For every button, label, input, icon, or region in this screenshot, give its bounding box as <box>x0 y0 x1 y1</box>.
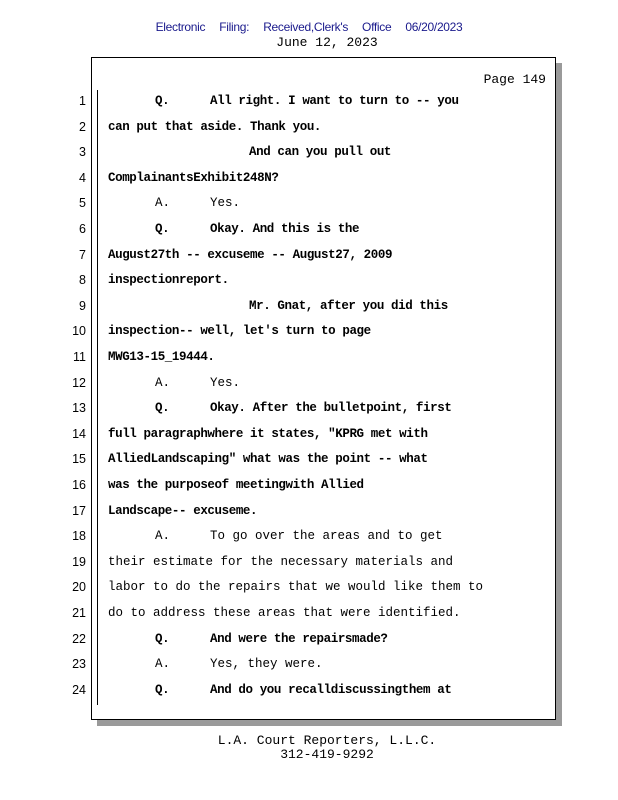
line-number-divider <box>97 90 98 705</box>
line-text: full paragraphwhere it states, "KPRG met… <box>108 426 428 441</box>
line-number: 10 <box>72 324 86 339</box>
line-text: To go over the areas and to get <box>210 529 443 544</box>
line-text: All right. I want to turn to -- you <box>210 94 459 108</box>
line-text: August27th -- excuseme -- August27, 2009 <box>108 247 393 262</box>
reporter-company: L.A. Court Reporters, L.L.C. <box>217 733 437 748</box>
line-number: 15 <box>72 452 86 467</box>
line-number: 6 <box>79 222 86 236</box>
speaker-label: A. <box>155 375 171 390</box>
electronic-filing-stamp: Electronic Filing: Received,Clerk's Office 0… <box>0 20 618 34</box>
line-number: 12 <box>72 375 86 390</box>
line-number: 22 <box>72 631 86 646</box>
transcript-line: 22 Q. And were the repairsmade? <box>0 632 560 652</box>
transcript-line: 4 ComplainantsExhibit248N? <box>0 171 560 191</box>
line-number: 1 <box>79 94 86 108</box>
line-text: And can you pull out <box>249 145 392 160</box>
line-text: was the purposeof meetingwith Allied <box>108 478 364 492</box>
deposition-date: June 12, 2023 <box>276 35 378 50</box>
speaker-label: Q. <box>155 401 170 416</box>
line-text: Okay. And this is the <box>210 222 360 236</box>
transcript-line: 23 A. Yes, they were. <box>0 657 560 677</box>
speaker-label: A. <box>155 529 171 544</box>
transcript-line: 12 A. Yes. <box>0 376 560 396</box>
speaker-label: Q. <box>155 222 170 236</box>
line-number: 21 <box>72 606 86 620</box>
filing-date: 06/20/2023 <box>405 20 463 34</box>
transcript-line: 5 A. Yes. <box>0 196 560 216</box>
line-number: 9 <box>79 298 86 313</box>
line-text: labor to do the repairs that we would li… <box>108 580 484 595</box>
transcript-line: 10 inspection-- well, let's turn to page <box>0 324 560 344</box>
line-text: Yes. <box>210 375 241 390</box>
line-text: inspection-- well, let's turn to page <box>108 324 371 339</box>
transcript-line: 15 AlliedLandscaping" what was the point … <box>0 452 560 472</box>
speaker-label: Q. <box>155 682 170 697</box>
line-number: 13 <box>72 401 86 416</box>
transcript-line: 8 inspectionreport. <box>0 273 560 293</box>
line-number: 17 <box>72 503 86 518</box>
line-number: 16 <box>72 478 86 492</box>
line-text: Landscape-- excuseme. <box>108 503 258 518</box>
line-text: Okay. After the bulletpoint, first <box>210 401 452 416</box>
transcript-line: 9 Mr. Gnat, after you did this <box>0 299 560 319</box>
filing-word: Electronic <box>155 20 206 34</box>
line-text: can put that aside. Thank you. <box>108 119 322 134</box>
speaker-label: Q. <box>155 631 170 646</box>
line-text: And were the repairsmade? <box>210 631 388 646</box>
transcript-line: 1 Q. All right. I want to turn to -- you <box>0 94 560 114</box>
transcript-page <box>91 57 556 720</box>
transcript-line: 19 their estimate for the necessary mater… <box>0 555 560 575</box>
transcript-line: 11 MWG13-15_19444. <box>0 350 560 370</box>
transcript-line: 13 Q. Okay. After the bulletpoint, first <box>0 401 560 421</box>
speaker-label: A. <box>155 657 171 672</box>
line-number: 4 <box>79 170 86 185</box>
transcript-line: 18 A. To go over the areas and to get <box>0 529 560 549</box>
line-number: 14 <box>72 426 86 441</box>
line-number: 24 <box>72 682 86 697</box>
filing-word: Filing: <box>219 20 250 34</box>
transcript-line: 21 do to address these areas that were id… <box>0 606 560 626</box>
line-number: 20 <box>72 580 86 595</box>
transcript-line: 14 full paragraphwhere it states, "KPRG m… <box>0 427 560 447</box>
transcript-line: 3 And can you pull out <box>0 145 560 165</box>
line-text: Mr. Gnat, after you did this <box>249 298 448 313</box>
line-number: 11 <box>73 350 86 364</box>
transcript-line: 7 August27th -- excuseme -- August27, 200… <box>0 248 560 268</box>
line-number: 5 <box>79 196 86 211</box>
filing-word: Received,Clerk's <box>263 20 349 34</box>
line-number: 8 <box>79 273 86 288</box>
line-number: 19 <box>72 554 86 569</box>
line-text: And do you recalldiscussingthem at <box>210 682 452 697</box>
line-number: 7 <box>79 247 86 262</box>
speaker-label: A. <box>155 196 171 211</box>
speaker-label: Q. <box>155 94 170 108</box>
transcript-line: 20 labor to do the repairs that we would … <box>0 580 560 600</box>
line-text: AlliedLandscaping" what was the point --… <box>108 452 428 467</box>
transcript-line: 2 can put that aside. Thank you. <box>0 120 560 140</box>
page-number: Page 149 <box>483 72 546 87</box>
transcript-line: 16 was the purposeof meetingwith Allied <box>0 478 560 498</box>
transcript-line: 6 Q. Okay. And this is the <box>0 222 560 242</box>
filing-word: Office <box>362 20 392 34</box>
line-text: ComplainantsExhibit248N? <box>108 170 279 185</box>
line-text: Yes. <box>210 196 241 211</box>
line-text: MWG13-15_19444. <box>108 350 215 364</box>
transcript-line: 17 Landscape-- excuseme. <box>0 504 560 524</box>
line-text: their estimate for the necessary materia… <box>108 554 454 569</box>
line-number: 23 <box>72 657 86 672</box>
line-number: 3 <box>79 145 86 160</box>
line-text: Yes, they were. <box>210 657 323 672</box>
line-number: 2 <box>79 119 86 134</box>
line-number: 18 <box>72 529 86 544</box>
line-text: do to address these areas that were iden… <box>108 606 461 620</box>
transcript-line: 24 Q. And do you recalldiscussingthem at <box>0 683 560 703</box>
reporter-phone: 312-419-9292 <box>280 747 374 762</box>
line-text: inspectionreport. <box>108 273 229 288</box>
